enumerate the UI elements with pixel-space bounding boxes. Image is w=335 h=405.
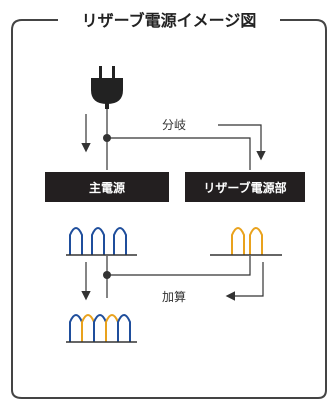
sum-junction xyxy=(103,271,111,279)
branch-label: 分岐 xyxy=(162,118,186,132)
reserve-power-box xyxy=(185,172,305,202)
reserve-output-line xyxy=(107,256,251,276)
power-plug-icon xyxy=(91,66,123,109)
main-power-box xyxy=(45,172,169,202)
add-arrow xyxy=(225,262,264,301)
reserve-power-waveform xyxy=(231,227,263,255)
combined-waveform xyxy=(69,314,131,342)
main-power-waveform xyxy=(69,227,127,255)
reserve-power-label: リザーブ電源部 xyxy=(203,180,286,195)
main-power-label: 主電源 xyxy=(89,180,125,195)
diagram-title: リザーブ電源イメージ図 xyxy=(82,11,257,30)
add-label: 加算 xyxy=(162,289,186,304)
diagram-frame xyxy=(11,19,327,399)
branch-arrow xyxy=(218,124,266,161)
branch-line xyxy=(107,137,251,170)
